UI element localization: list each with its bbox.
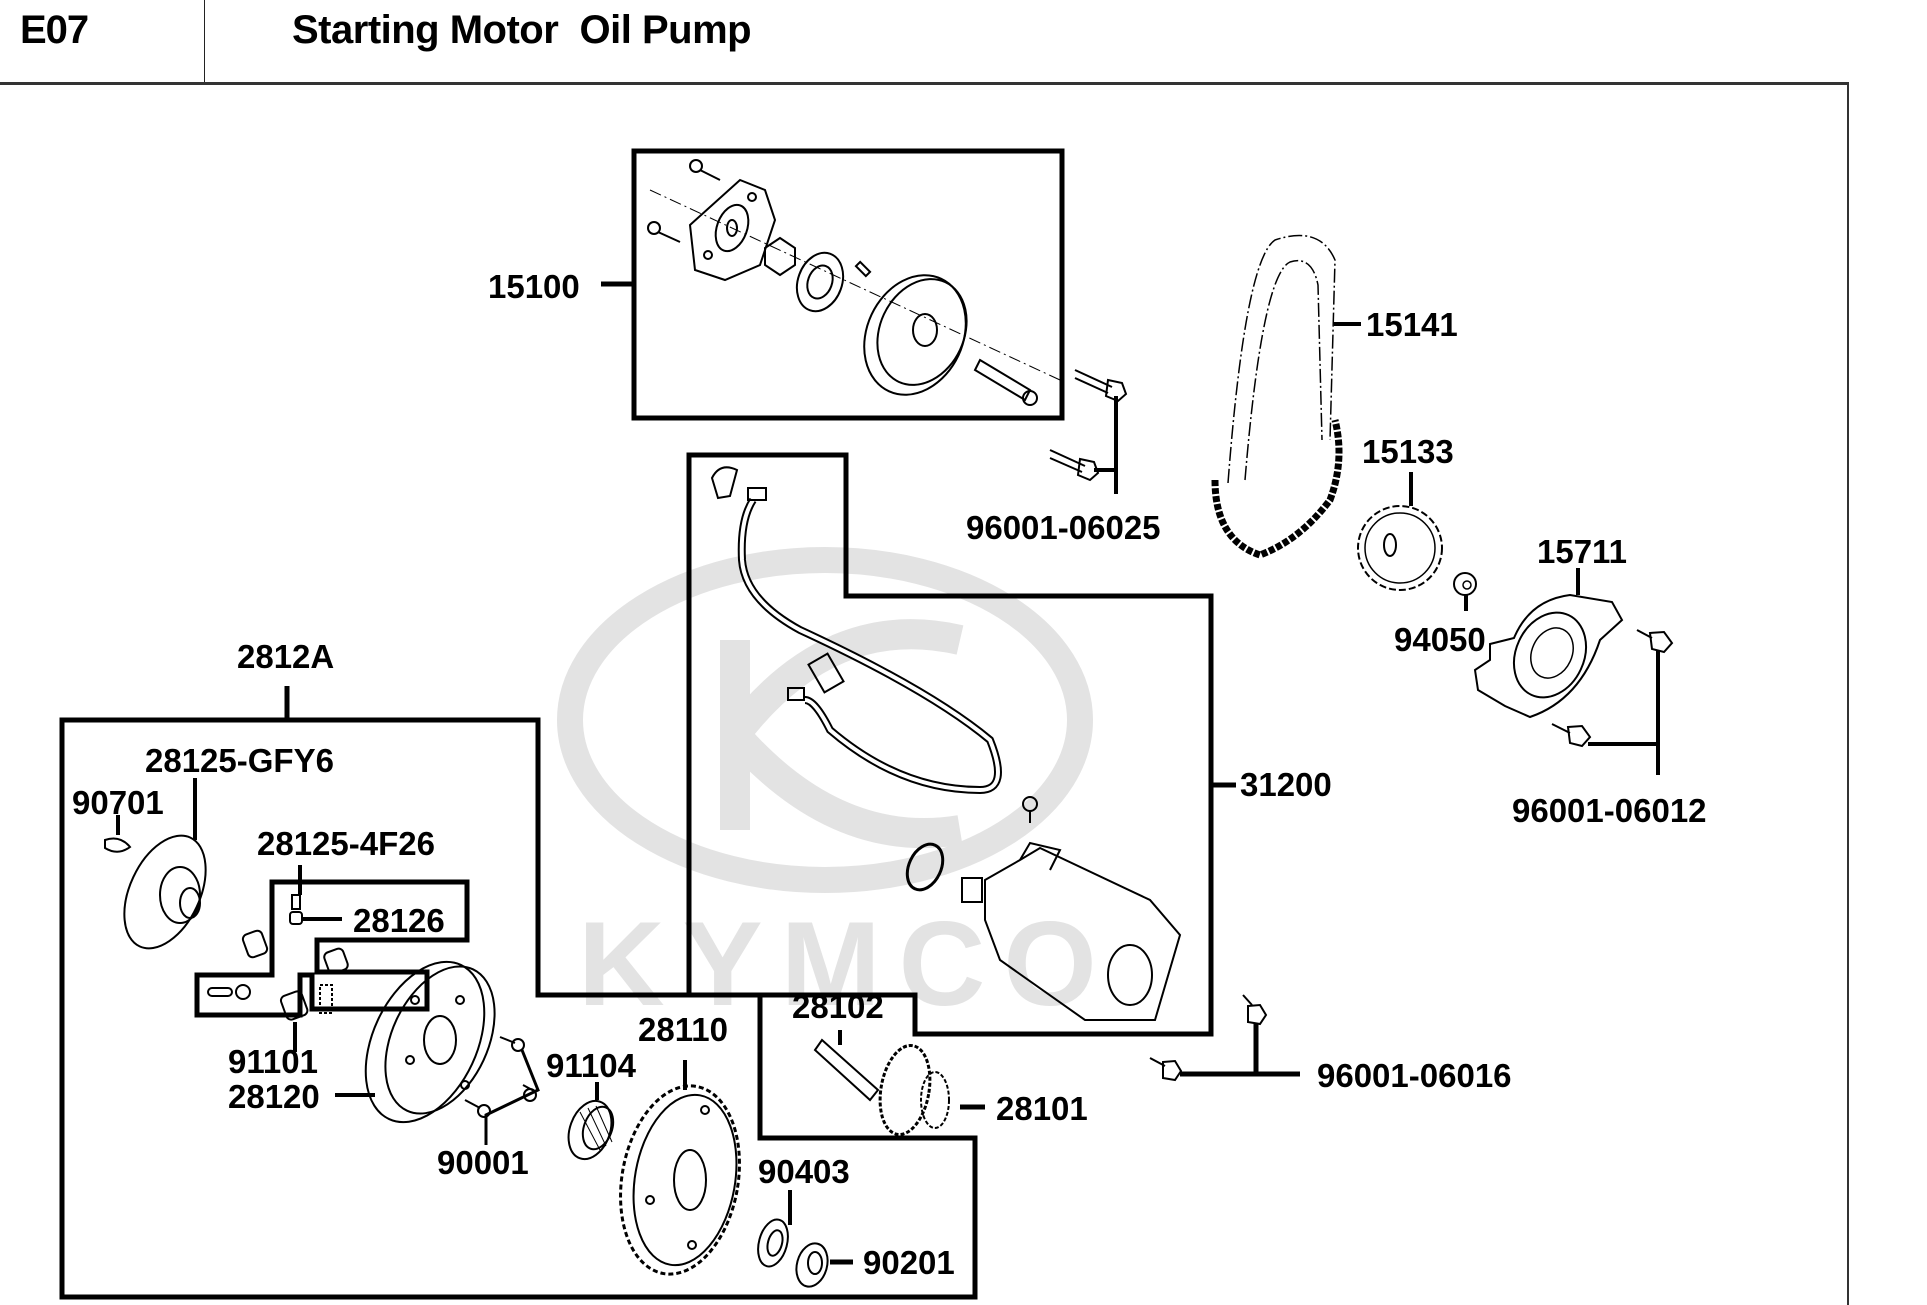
sprocket-hub-icon bbox=[1383, 533, 1397, 557]
idle-gear-icon bbox=[878, 1043, 932, 1137]
pump-screw-icon bbox=[647, 159, 721, 243]
frame-right-border bbox=[1847, 82, 1849, 1305]
part-label-91104[interactable]: 91104 bbox=[546, 1047, 637, 1084]
starting-motor-assembly-frame bbox=[686, 452, 1214, 1037]
terminal-cap-icon bbox=[710, 466, 739, 500]
idle-shaft-group: 28102 bbox=[792, 988, 884, 1102]
washer-icon bbox=[757, 1218, 789, 1268]
part-label-96001-06025[interactable]: 96001-06025 bbox=[966, 509, 1161, 546]
cam-chain-group: 15141 bbox=[1211, 234, 1458, 559]
part-label-90201[interactable]: 90201 bbox=[863, 1244, 955, 1281]
roller-icon bbox=[279, 990, 309, 1021]
pump-shaft-icon bbox=[973, 358, 1038, 406]
part-label-15133[interactable]: 15133 bbox=[1362, 433, 1454, 470]
cam-chain-links-icon bbox=[1211, 419, 1343, 559]
header-divider bbox=[204, 0, 205, 83]
spring-icon bbox=[319, 984, 333, 1014]
part-label-28125-4F26[interactable]: 28125-4F26 bbox=[257, 825, 435, 862]
part-label-90001[interactable]: 90001 bbox=[437, 1144, 529, 1181]
nut-hole-icon bbox=[1462, 580, 1472, 590]
header-rule bbox=[0, 82, 1849, 85]
starting-motor-assembly-group: 31200 bbox=[686, 452, 1332, 1037]
pump-pin-icon bbox=[854, 260, 872, 278]
starting-clutch-assembly-frame bbox=[59, 717, 978, 1300]
oil-pump-assembly-frame bbox=[631, 148, 1065, 421]
part-label-90403[interactable]: 90403 bbox=[758, 1153, 850, 1190]
part-label-96001-06016[interactable]: 96001-06016 bbox=[1317, 1057, 1512, 1094]
bolt-icon bbox=[1551, 629, 1674, 748]
terminal-boot-icon bbox=[807, 652, 845, 694]
part-label-15100[interactable]: 15100 bbox=[488, 268, 580, 305]
idle-pinion-icon bbox=[920, 1071, 950, 1129]
part-label-28126[interactable]: 28126 bbox=[353, 902, 445, 939]
pump-cover-icon bbox=[1473, 593, 1624, 719]
part-label-2812A[interactable]: 2812A bbox=[237, 638, 334, 675]
cable-lug-icon bbox=[787, 687, 805, 701]
nut-94050-group: 94050 bbox=[1394, 572, 1486, 658]
motor-screw-icon bbox=[1022, 796, 1038, 823]
part-label-15711[interactable]: 15711 bbox=[1537, 533, 1627, 570]
inner-rotor-icon bbox=[764, 236, 796, 277]
bolt-96001-06025-group: 96001-06025 bbox=[966, 369, 1161, 546]
leader-line bbox=[1094, 396, 1118, 494]
spring-icon bbox=[207, 984, 251, 1000]
part-label-15141[interactable]: 15141 bbox=[1366, 306, 1458, 343]
part-label-91101[interactable]: 91101 bbox=[228, 1043, 318, 1080]
clutch-flange-icon bbox=[123, 834, 207, 950]
clutch-outer-icon bbox=[364, 960, 496, 1124]
outer-rotor-icon bbox=[795, 251, 845, 313]
pump-cover-15711-group: 15711 bbox=[1473, 533, 1627, 719]
page-title: Starting Motor Oil Pump bbox=[292, 8, 752, 52]
part-label-28102[interactable]: 28102 bbox=[792, 988, 884, 1025]
part-label-28110[interactable]: 28110 bbox=[638, 1011, 728, 1048]
pump-axis-line bbox=[649, 189, 1061, 381]
cam-chain-icon bbox=[1227, 234, 1336, 484]
ring-terminal-icon bbox=[747, 487, 767, 501]
oil-pump-assembly-group: 15100 bbox=[488, 148, 1065, 421]
bolt-icon bbox=[1049, 369, 1128, 482]
roller-icon bbox=[323, 947, 349, 975]
part-label-28101[interactable]: 28101 bbox=[996, 1090, 1088, 1127]
sprocket-inner-icon bbox=[1364, 512, 1436, 584]
roller-icon bbox=[241, 929, 269, 959]
part-label-94050[interactable]: 94050 bbox=[1394, 621, 1486, 658]
pump-cover-boss-icon bbox=[1513, 611, 1587, 699]
leader-line bbox=[484, 1049, 540, 1145]
bolt-96001-06012-group: 96001-06012 bbox=[1512, 629, 1707, 829]
needle-bearing-icon bbox=[567, 1099, 615, 1161]
pump-body-icon bbox=[863, 274, 968, 396]
part-label-96001-06012[interactable]: 96001-06012 bbox=[1512, 792, 1707, 829]
o-ring-icon bbox=[905, 842, 945, 892]
sprocket-icon bbox=[1357, 505, 1443, 591]
bolt-icon bbox=[1149, 994, 1268, 1082]
driven-gear-icon bbox=[619, 1084, 741, 1276]
sprocket-group: 15133 bbox=[1357, 433, 1454, 591]
clutch-bolt-icon bbox=[464, 1036, 537, 1118]
watermark-brand-text: KYMCO bbox=[578, 897, 1115, 1031]
bolt-96001-06016-group: 96001-06016 bbox=[1149, 994, 1512, 1094]
idle-shaft-icon bbox=[813, 1038, 880, 1102]
spring-cap-icon bbox=[289, 894, 303, 925]
part-label-31200[interactable]: 31200 bbox=[1240, 766, 1332, 803]
watermark-k-glyph bbox=[720, 619, 964, 849]
part-label-28125-GFY6[interactable]: 28125-GFY6 bbox=[145, 742, 334, 779]
one-way-clutch-subassembly-frame bbox=[194, 879, 470, 1018]
starter-motor-icon bbox=[961, 841, 1182, 1021]
starting-clutch-assembly-group: 2812A 28125-GFY6 90701 28125-4F26 28126 bbox=[59, 638, 978, 1300]
leader-line bbox=[1588, 651, 1660, 775]
watermark-ring bbox=[557, 547, 1093, 893]
starter-cable-fill bbox=[739, 498, 1000, 793]
section-code: E07 bbox=[20, 8, 89, 52]
pump-cover-plate-icon bbox=[688, 178, 777, 282]
lock-nut-icon bbox=[795, 1242, 829, 1288]
kymco-watermark: KYMCO bbox=[557, 547, 1115, 1031]
idle-gear-group: 28101 bbox=[878, 1043, 1088, 1137]
nut-icon bbox=[1453, 572, 1477, 596]
pump-cover-center-icon bbox=[1530, 627, 1574, 679]
leader-line bbox=[1180, 1024, 1300, 1077]
woodruff-key-icon bbox=[104, 837, 132, 853]
cam-chain-inner-icon bbox=[1244, 260, 1323, 481]
part-label-90701[interactable]: 90701 bbox=[72, 784, 164, 821]
part-label-28120[interactable]: 28120 bbox=[228, 1078, 320, 1115]
